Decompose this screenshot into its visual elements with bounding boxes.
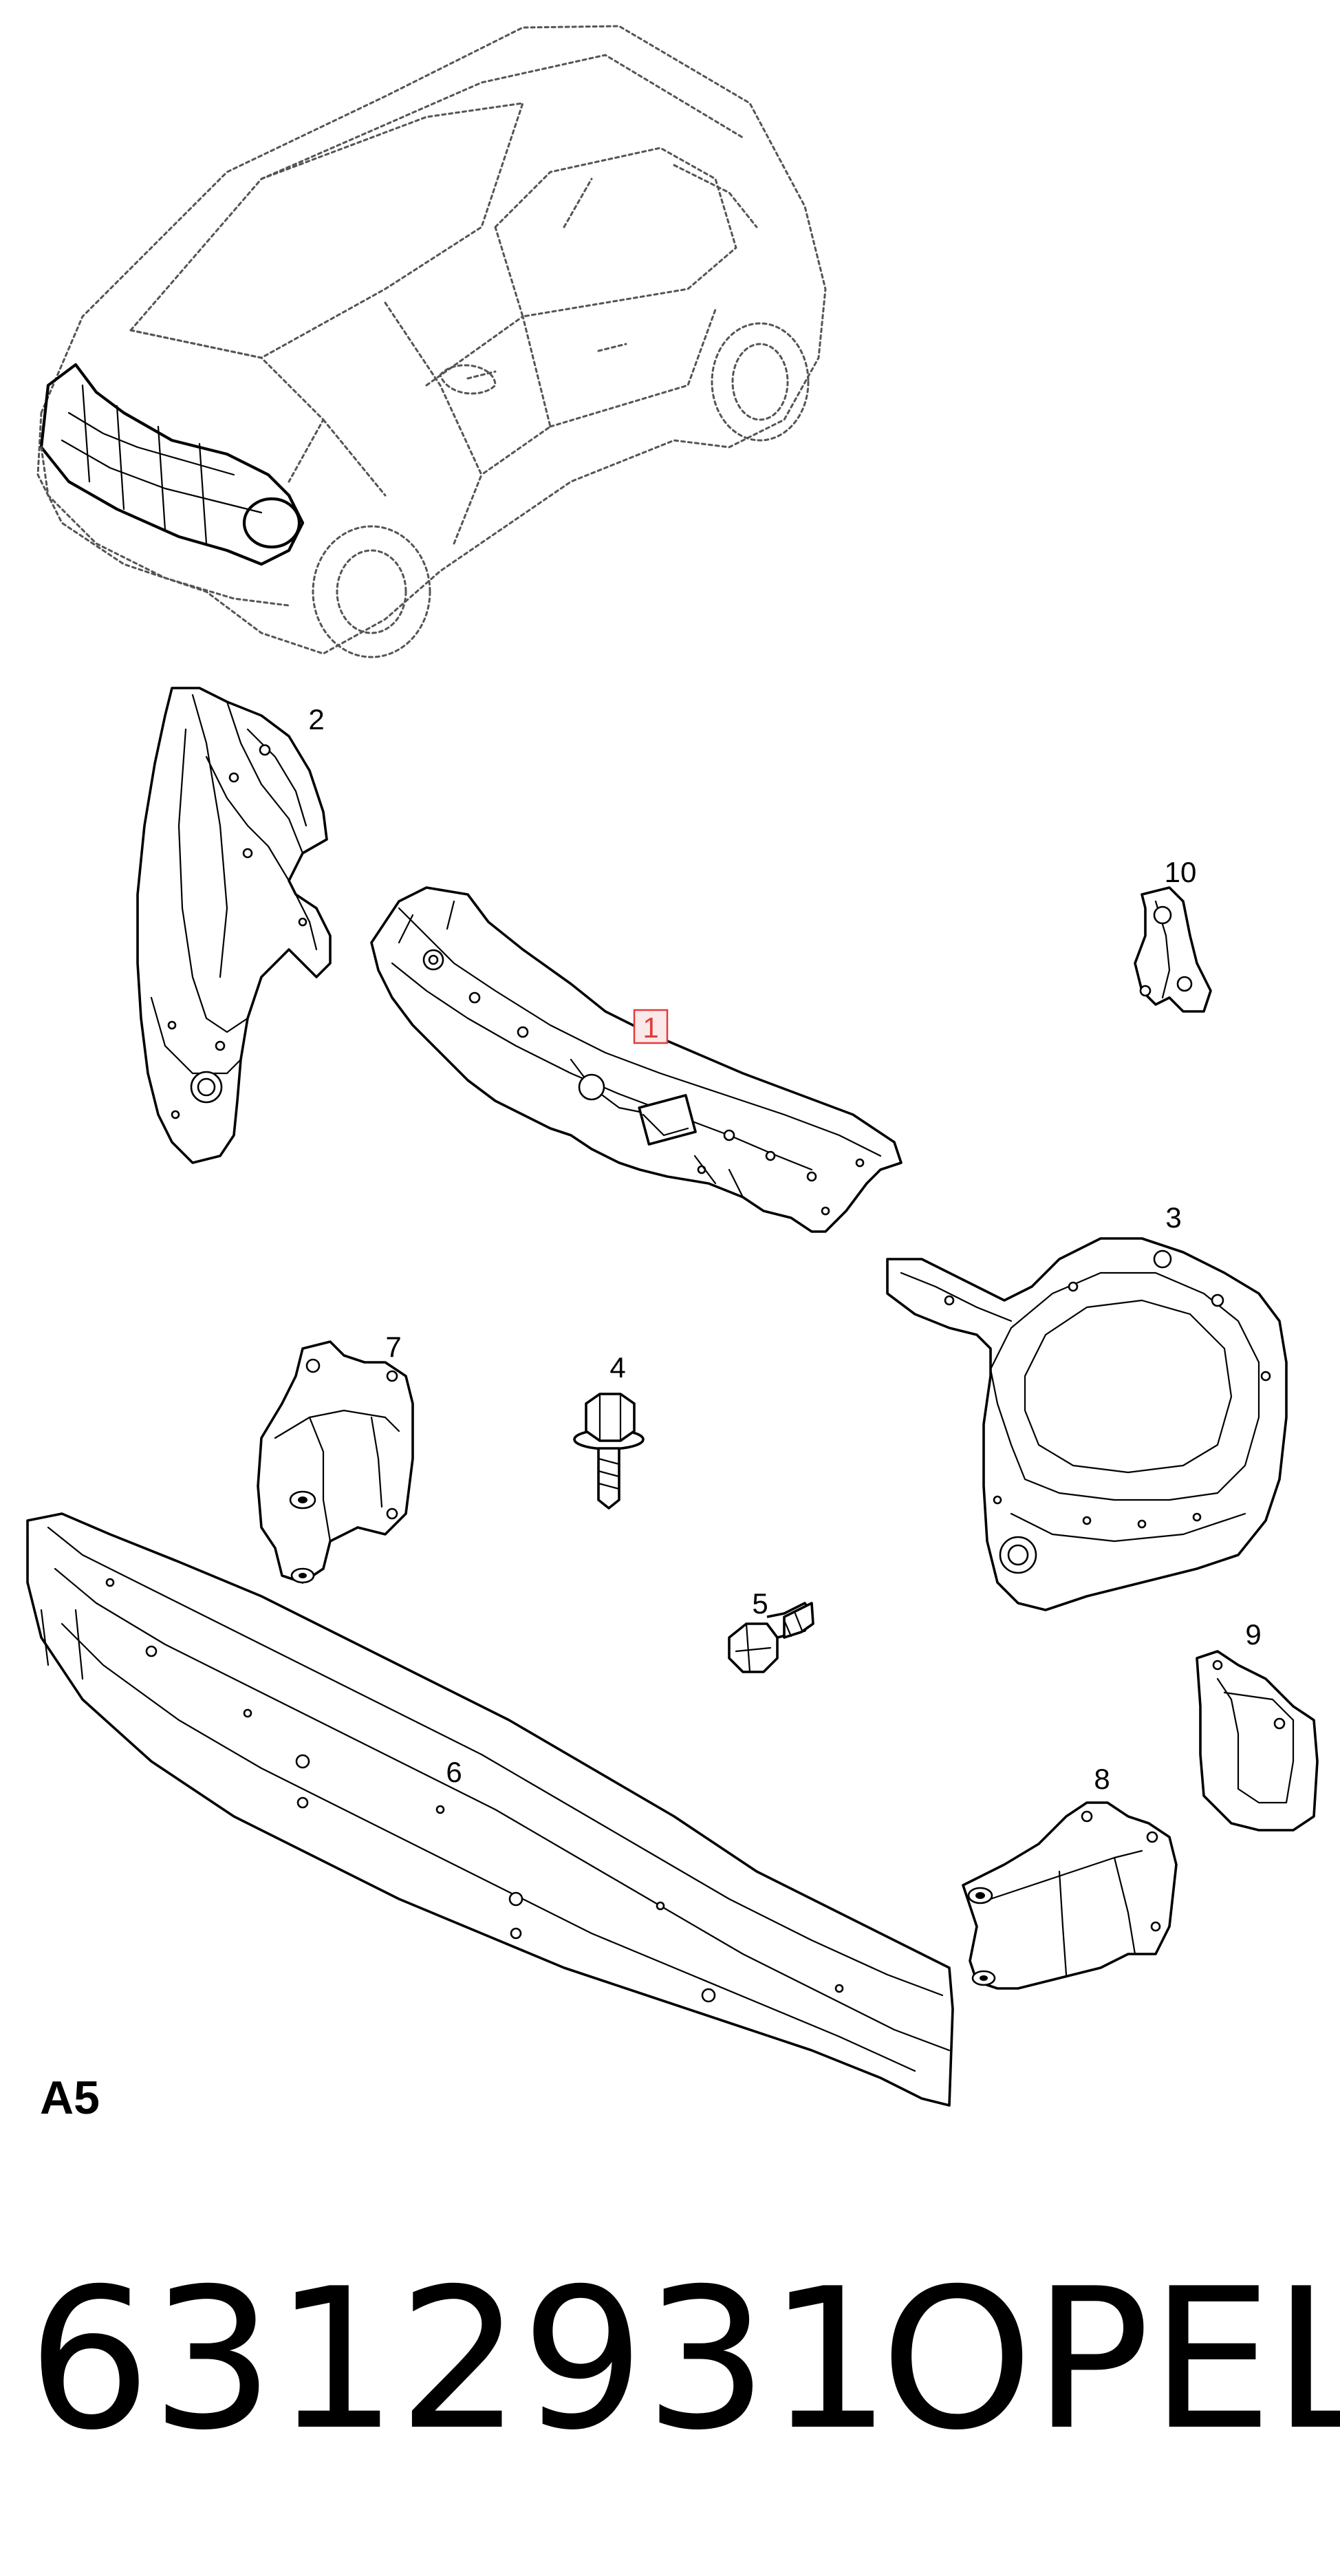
part-7-left-bracket (257, 1340, 414, 1584)
callout-7: 7 (385, 1331, 401, 1363)
callout-2: 2 (308, 703, 324, 736)
callout-8: 8 (1094, 1763, 1110, 1795)
callout-1: 1 (642, 1011, 658, 1044)
sheet-code: A5 (40, 2072, 100, 2124)
callout-4: 4 (609, 1351, 625, 1384)
part-5-torx-bolt (728, 1602, 814, 1673)
part-number: 6312931 (28, 2246, 891, 2473)
callout-9: 9 (1245, 1618, 1261, 1651)
part-8-right-bracket (962, 1801, 1178, 1990)
part-4-flange-bolt (573, 1393, 645, 1510)
part-10-bracket (1134, 886, 1212, 1013)
callout-5: 5 (752, 1587, 768, 1620)
part-6-bumper-reinforcement-beam (26, 1512, 954, 2107)
part-9-mounting-plate (1196, 1650, 1319, 1832)
callout-1-highlight-box (633, 1009, 669, 1044)
callout-3: 3 (1165, 1201, 1181, 1234)
callout-labels: 1 2 3 4 5 6 7 8 9 10 (308, 703, 1261, 1795)
part-1-upper-cross-member (370, 886, 903, 1233)
part-2-left-side-panel (136, 687, 332, 1164)
part-3-right-lamp-support-panel (886, 1237, 1288, 1611)
brand-name: OPEL (880, 2246, 1340, 2473)
callout-6: 6 (446, 1756, 462, 1788)
car-overview-illustration (36, 25, 827, 658)
callout-10: 10 (1165, 856, 1197, 888)
